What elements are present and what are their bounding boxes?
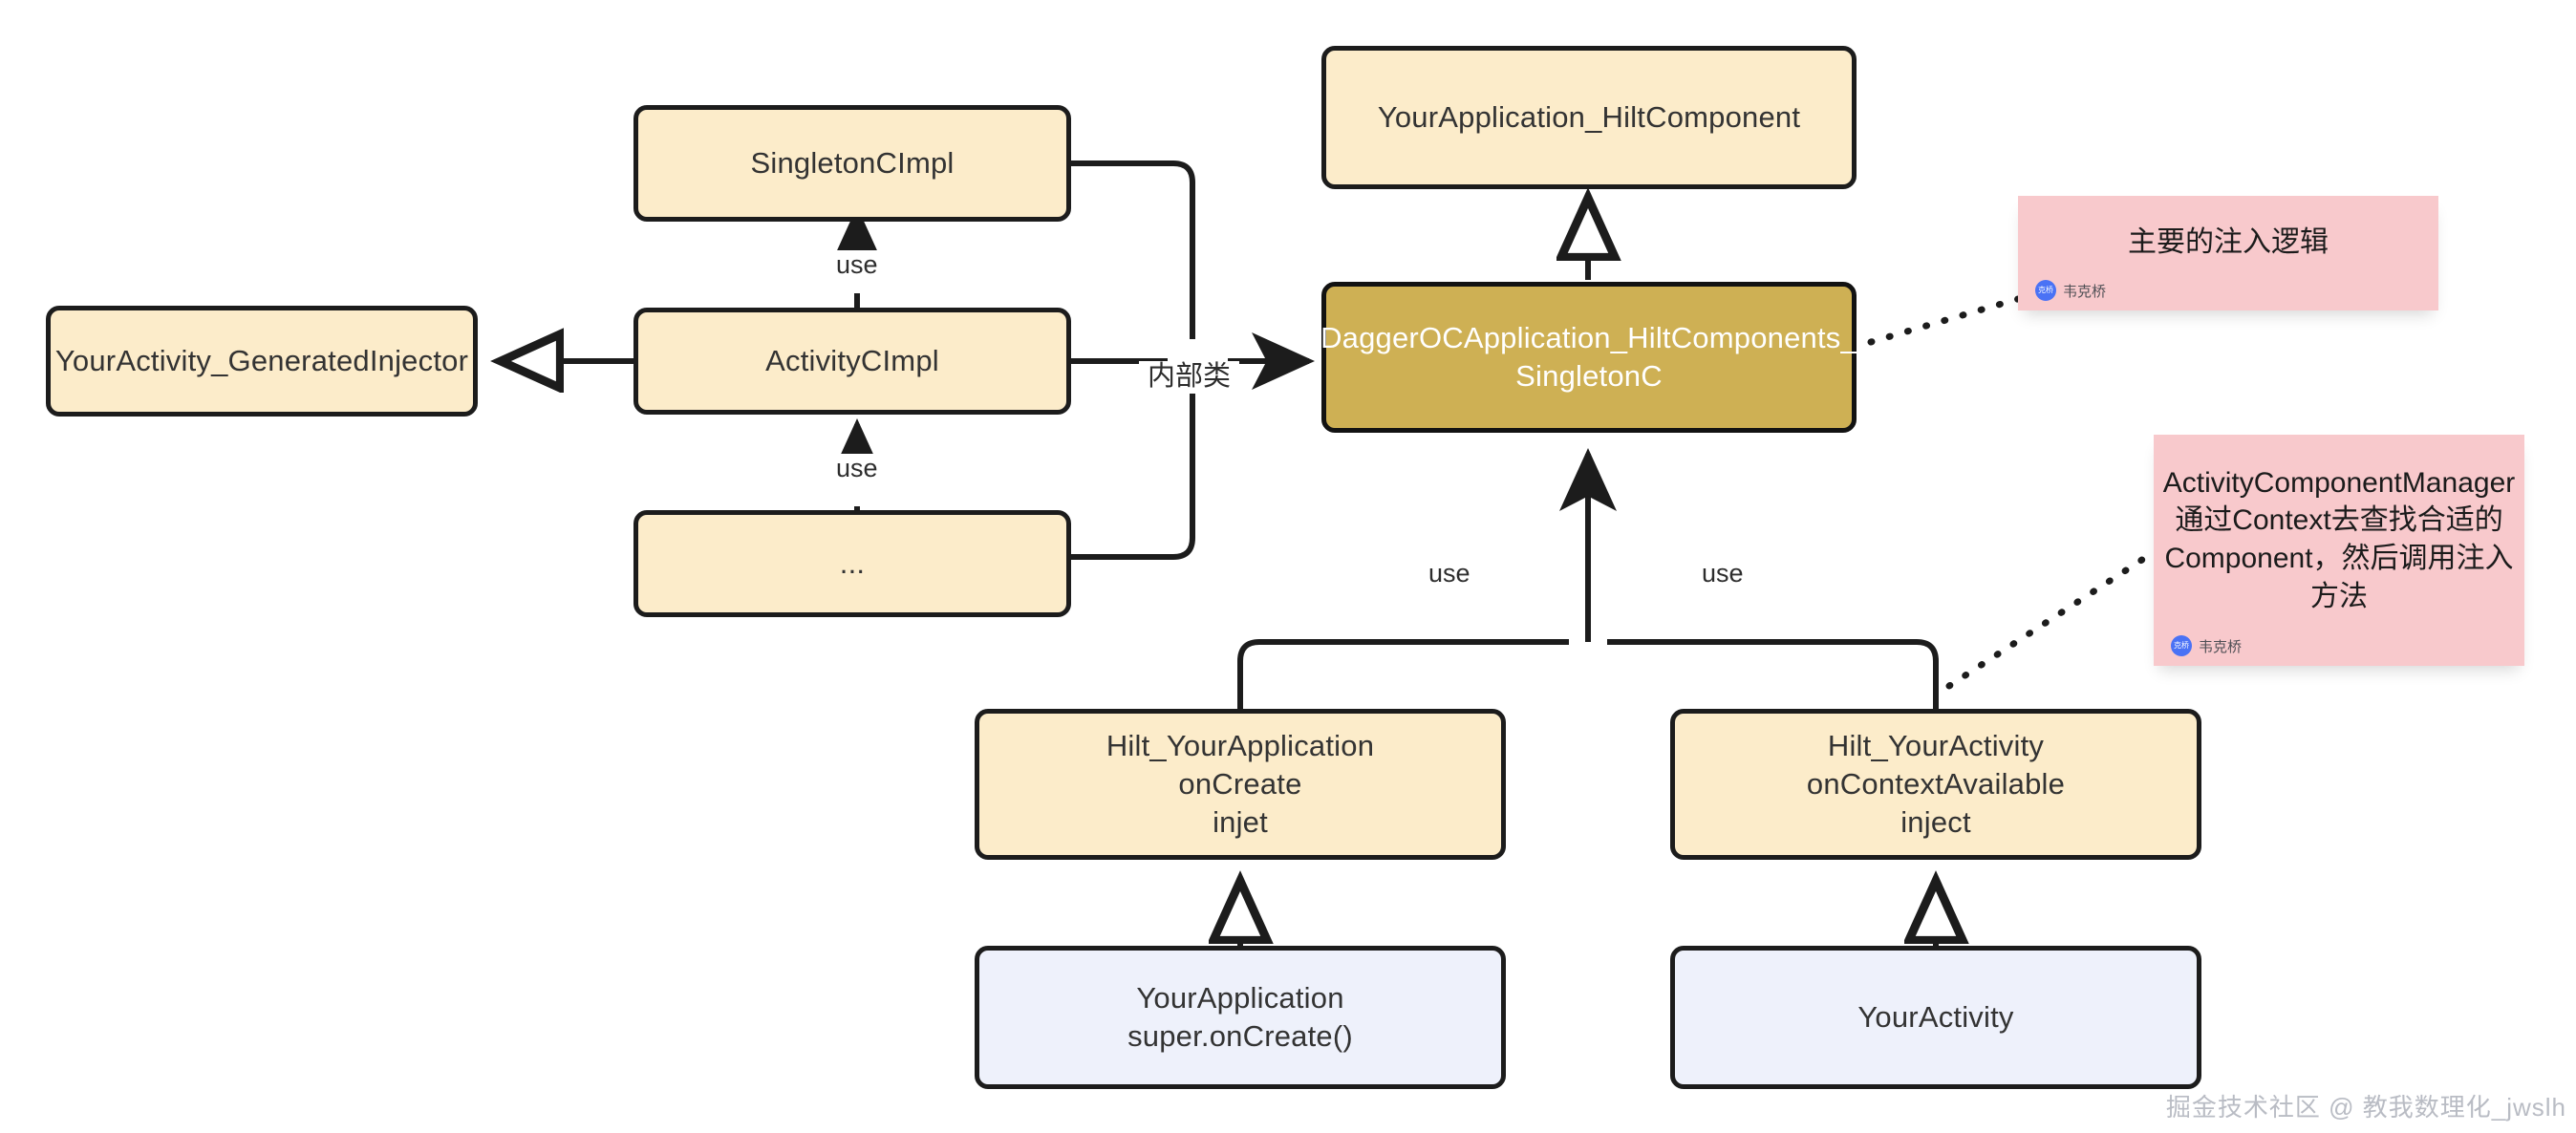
avatar: 克桥 (2171, 635, 2192, 656)
edge-hiltapplication-use-dagger (1237, 639, 1569, 712)
note-footer: 克桥 韦克桥 (2171, 635, 2507, 656)
node-label: YourActivity (1857, 999, 2014, 1034)
node-label: DaggerOCApplication_HiltComponents_ Sing… (1320, 320, 1857, 393)
edge-label-inner-class: 内部类 (1139, 361, 1240, 394)
note-author: 韦克桥 (2199, 638, 2243, 655)
node-label: YourActivity_GeneratedInjector (54, 343, 469, 377)
node-ellipsis[interactable]: ... (633, 510, 1071, 617)
edge-label-use-activitycimpl: use (827, 454, 887, 484)
node-label: ActivityCImpl (765, 343, 939, 377)
avatar: 克桥 (2035, 280, 2056, 301)
edge-label-use-hilt-activity: use (1693, 559, 1752, 589)
note-footer: 克桥 韦克桥 (2035, 280, 2421, 301)
note-injection-logic[interactable]: 主要的注入逻辑 克桥 韦克桥 (2018, 196, 2438, 310)
note-component-manager[interactable]: ActivityComponentManager 通过Context去查找合适的… (2154, 435, 2524, 666)
node-dagger-oc-application-hilt-components-singleton-c[interactable]: DaggerOCApplication_HiltComponents_ Sing… (1320, 282, 1857, 433)
edge-label-use-hilt-application: use (1420, 559, 1479, 589)
node-hilt-your-application[interactable]: Hilt_YourApplication onCreate injet (975, 709, 1506, 860)
node-label: YourApplication_HiltComponent (1377, 99, 1801, 134)
edge-hiltactivity-use-dagger (1607, 639, 1939, 712)
node-your-application-hilt-component[interactable]: YourApplication_HiltComponent (1321, 46, 1857, 189)
node-your-application[interactable]: YourApplication super.onCreate() (975, 946, 1506, 1089)
node-label: ... (839, 545, 866, 580)
note-text: 主要的注入逻辑 (2128, 226, 2329, 259)
edge-ellipsis-to-trunk (1070, 382, 1195, 560)
leader-dagger-to-note-injection (1867, 295, 2022, 346)
node-label: Hilt_YourApplication onCreate injet (1106, 728, 1375, 840)
node-hilt-your-activity[interactable]: Hilt_YourActivity onContextAvailable inj… (1670, 709, 2201, 860)
watermark: 掘金技术社区 @ 教我数理化_jwslh (2165, 1093, 2566, 1122)
edge-singletoncimpl-to-trunk (1070, 160, 1195, 339)
node-your-activity[interactable]: YourActivity (1670, 946, 2201, 1089)
note-author: 韦克桥 (2063, 283, 2107, 300)
node-singleton-c-impl[interactable]: SingletonCImpl (633, 105, 1071, 222)
node-label: YourApplication super.onCreate() (1127, 980, 1353, 1053)
node-label: SingletonCImpl (750, 145, 955, 180)
edge-label-use-singletoncimpl: use (827, 250, 887, 281)
leader-hiltactivity-to-note-manager (1945, 548, 2157, 690)
node-your-activity-generated-injector[interactable]: YourActivity_GeneratedInjector (46, 306, 478, 417)
node-activity-c-impl[interactable]: ActivityCImpl (633, 308, 1071, 415)
node-label: Hilt_YourActivity onContextAvailable inj… (1806, 728, 2066, 840)
note-text: ActivityComponentManager 通过Context去查找合适的… (2162, 466, 2516, 612)
